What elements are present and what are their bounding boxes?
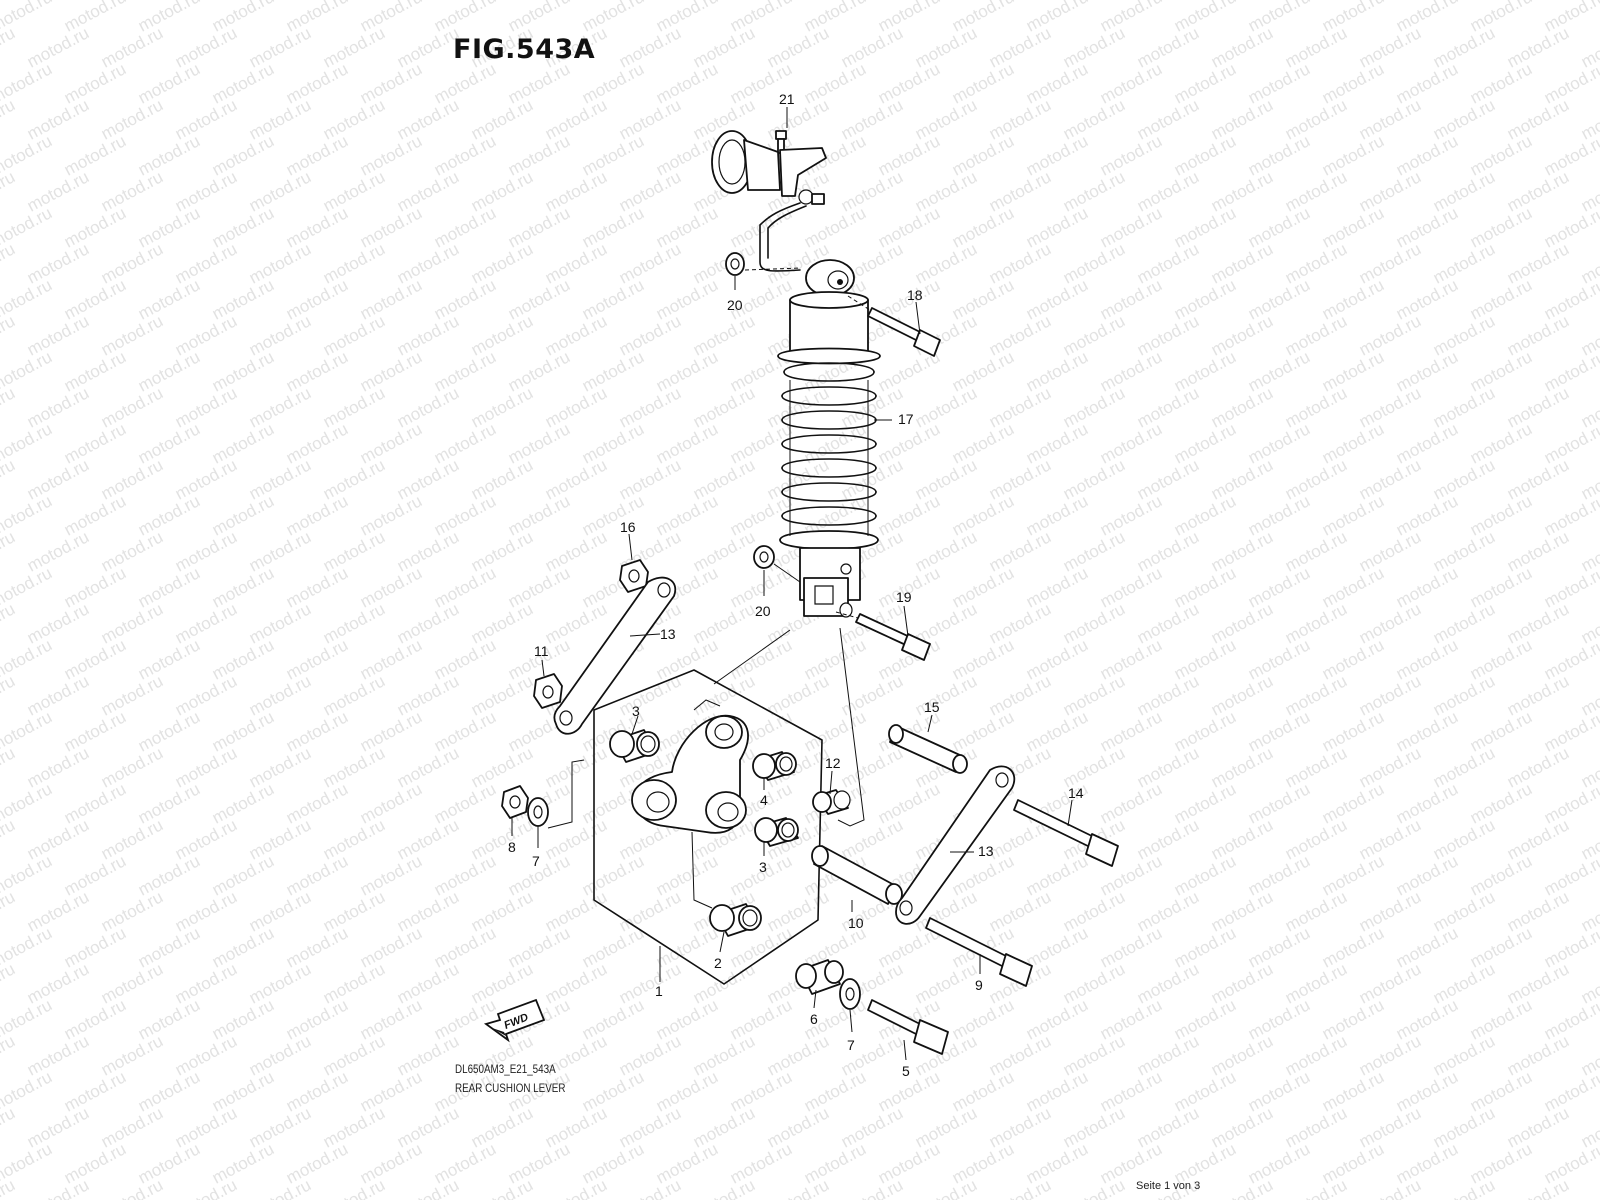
part-2-bushing xyxy=(709,903,762,937)
part-7-washer-left xyxy=(527,797,549,827)
part-14-bolt xyxy=(1013,799,1119,867)
callout-17: 17 xyxy=(898,411,914,427)
part-10-shaft xyxy=(811,845,903,905)
callout-5: 5 xyxy=(902,1063,910,1079)
part-17-rear-shock-absorber xyxy=(777,259,881,618)
callout-13-upper: 13 xyxy=(660,626,676,642)
callout-7-left: 7 xyxy=(532,853,540,869)
part-18-upper-mounting-bolt xyxy=(847,295,941,357)
callout-7-right: 7 xyxy=(847,1037,855,1053)
part-20-lower-washer xyxy=(753,545,801,583)
callout-9: 9 xyxy=(975,977,983,993)
callout-21: 21 xyxy=(779,91,795,107)
preload-adjuster xyxy=(711,130,827,272)
part-1-cushion-lever-assembly xyxy=(547,627,865,985)
part-8-nut xyxy=(501,785,529,819)
section-name: REAR CUSHION LEVER xyxy=(455,1081,566,1095)
part-19-lower-mounting-bolt xyxy=(835,611,931,661)
callout-12: 12 xyxy=(825,755,841,771)
callout-15: 15 xyxy=(924,699,940,715)
model-code: DL650AM3_E21_543A xyxy=(455,1062,556,1076)
part-6-collar xyxy=(795,959,844,995)
part-12-spacer xyxy=(812,789,851,815)
page-indicator: Seite 1 von 3 xyxy=(1136,1180,1201,1192)
callout-6: 6 xyxy=(810,1011,818,1027)
callout-13-lower: 13 xyxy=(978,843,994,859)
part-4-bushing xyxy=(752,751,797,781)
leader-lines xyxy=(511,107,1073,1061)
part-16-nut xyxy=(619,559,649,593)
callout-8: 8 xyxy=(508,839,516,855)
part-5-bolt xyxy=(867,999,949,1055)
callout-20-upper: 20 xyxy=(727,297,743,313)
callout-16: 16 xyxy=(620,519,636,535)
part-7-washer-right xyxy=(839,978,861,1010)
callout-20-lower: 20 xyxy=(755,603,771,619)
callout-11: 11 xyxy=(534,643,549,659)
callout-2: 2 xyxy=(714,955,722,971)
callout-3-upper: 3 xyxy=(632,703,640,719)
callout-14: 14 xyxy=(1068,785,1084,801)
part-15-shaft xyxy=(888,724,968,774)
callout-labels: 21 20 18 17 16 20 19 13 11 3 15 12 4 14 … xyxy=(508,91,1084,1079)
part-3-bushing-lower xyxy=(754,817,799,847)
figure-title: FIG.543A xyxy=(453,34,596,65)
fwd-arrow-icon: FWD xyxy=(483,998,546,1043)
callout-10: 10 xyxy=(848,915,864,931)
part-11-nut xyxy=(533,673,563,709)
part-13-upper-cushion-rod xyxy=(553,576,677,735)
callout-19: 19 xyxy=(896,589,912,605)
part-20-upper-washer xyxy=(725,252,801,276)
callout-1: 1 xyxy=(655,983,663,999)
callout-3-lower: 3 xyxy=(759,859,767,875)
part-13-lower-cushion-rod xyxy=(895,765,1016,925)
lever-body xyxy=(631,714,749,834)
part-3-bushing-upper xyxy=(609,729,660,763)
part-9-bolt xyxy=(925,917,1033,987)
callout-4: 4 xyxy=(760,792,768,808)
callout-18: 18 xyxy=(907,287,923,303)
